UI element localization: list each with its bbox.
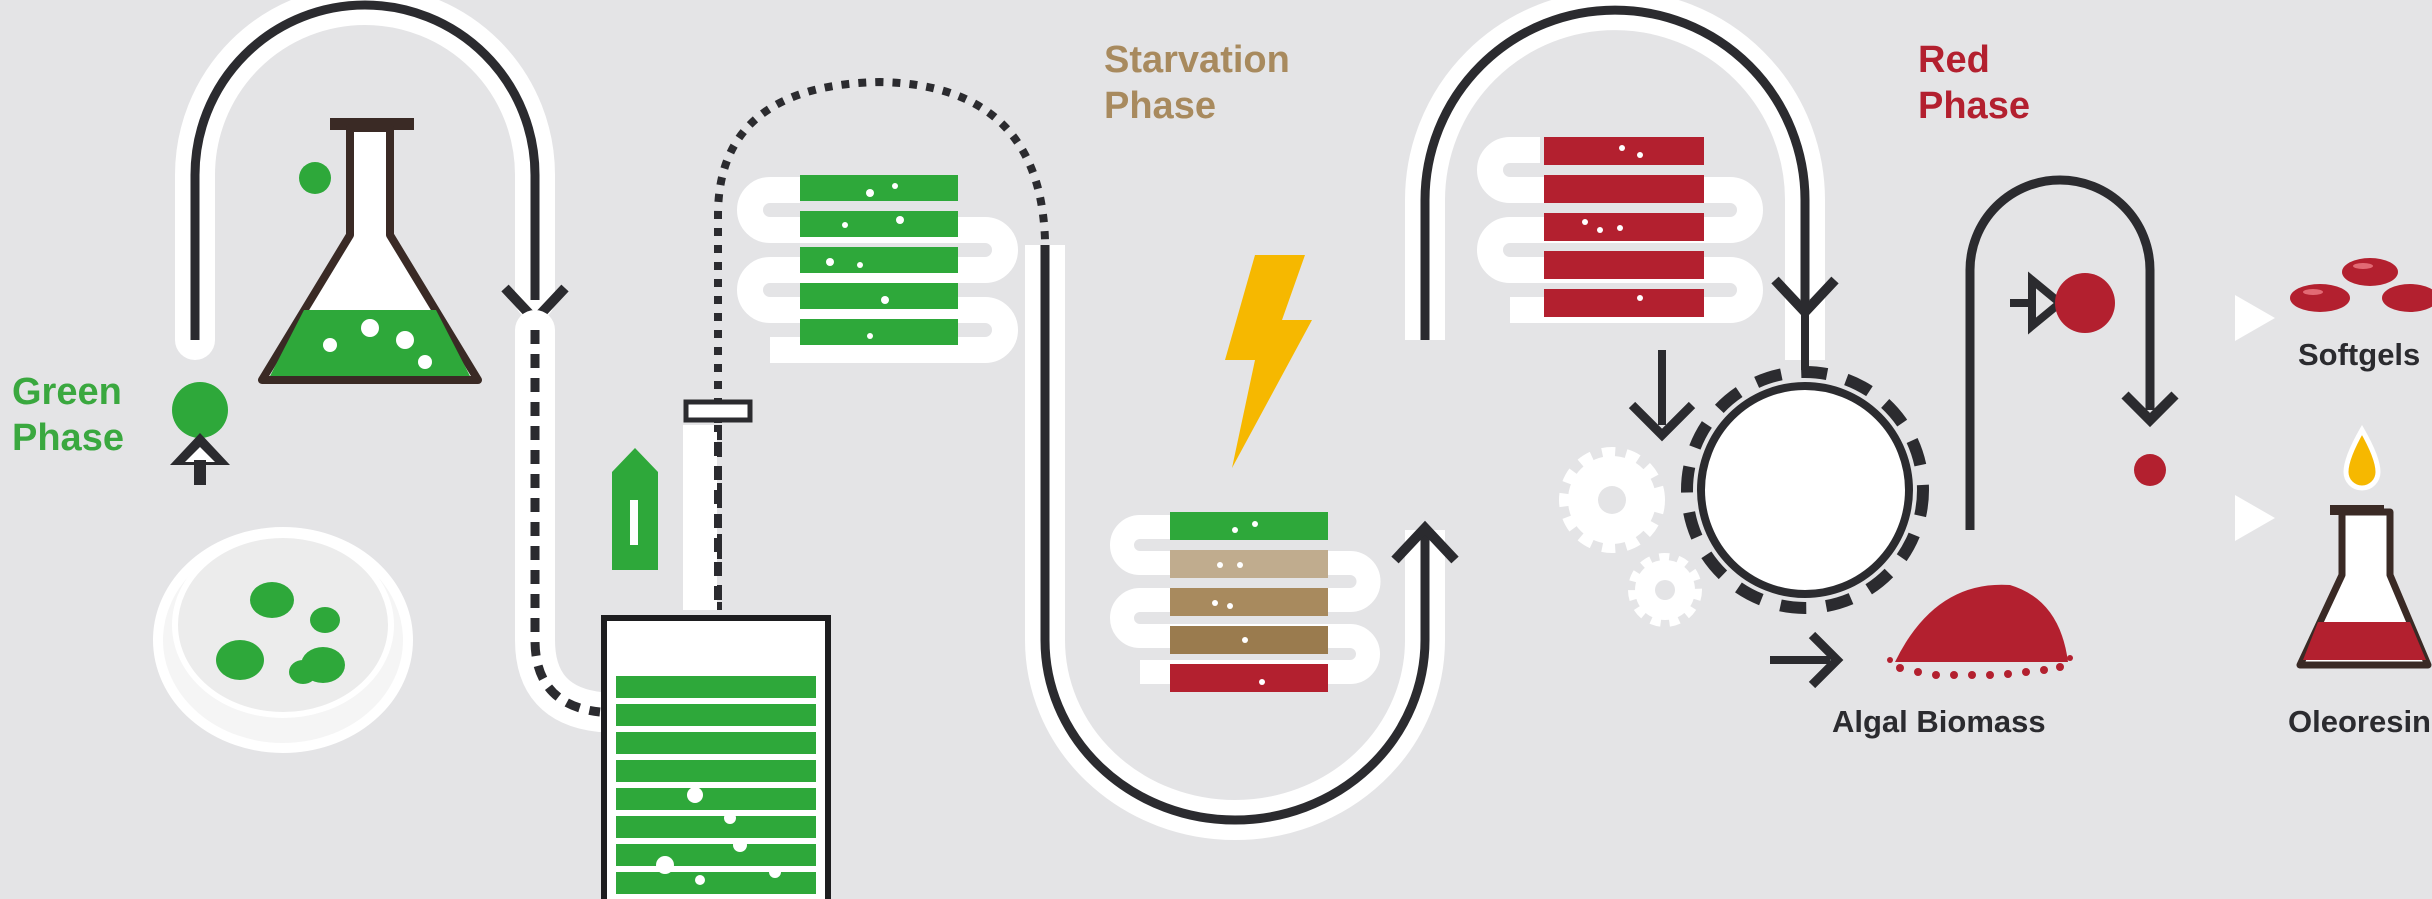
down-arrow-to-gears [1628, 350, 1696, 442]
red-phase-label: Red Phase [1918, 39, 2030, 127]
oleoresin-label: Oleoresin [2288, 704, 2431, 739]
green-phase-label: Green Phase [12, 371, 124, 459]
red-reactor-icon [1477, 137, 1763, 323]
starvation-phase-label: Starvation Phase [1104, 39, 1290, 127]
photobioreactor-icon [601, 615, 831, 899]
small-gear-icon [1559, 447, 1702, 627]
output-loop-pipe [1965, 175, 2179, 530]
gear-icon [1681, 300, 1929, 614]
dotted-feed-line [683, 77, 1049, 610]
algal-biomass-label: Algal Biomass [1832, 704, 2046, 739]
flask-icon [258, 118, 482, 384]
oleoresin-flask-icon [2296, 505, 2432, 669]
arrow-to-biomass [1770, 631, 1844, 689]
oil-drop-icon [2343, 424, 2381, 491]
algal-biomass-pile-icon [1887, 584, 2073, 679]
green-transfer-pipe [515, 310, 620, 732]
lightning-icon [1225, 255, 1312, 468]
softgels-label: Softgels [2298, 337, 2421, 372]
softgel-capsules-icon [2290, 258, 2432, 312]
tubular-reactor-icon [737, 175, 1018, 363]
crystal-icon [612, 448, 658, 570]
starvation-loop-pipe [1025, 245, 1459, 840]
output-arrows [2235, 295, 2275, 541]
starvation-reactor-icon [1110, 512, 1381, 692]
green-dot-up-arrow-icon [170, 382, 230, 485]
petri-dish-icon [153, 527, 413, 753]
